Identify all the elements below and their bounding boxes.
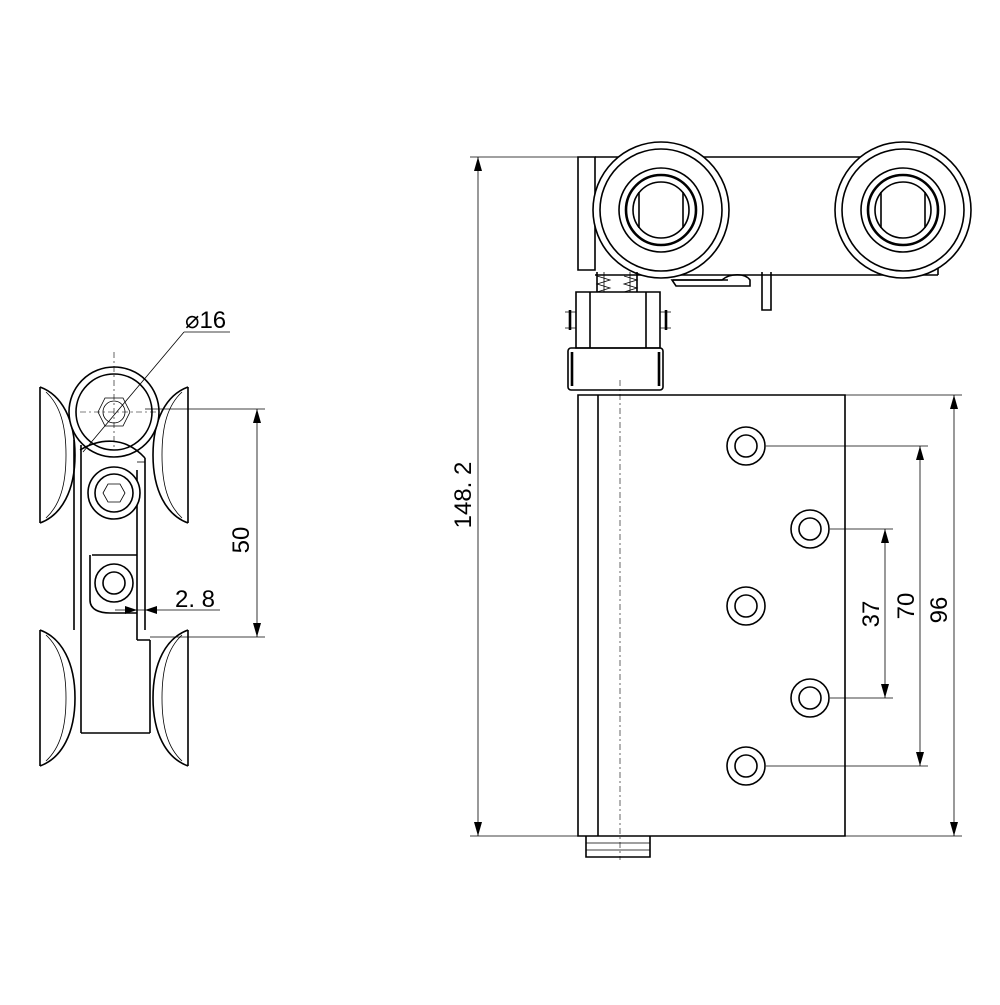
lower-right-wheel	[152, 629, 189, 767]
mounting-hole	[726, 746, 766, 786]
side-view: ⌀16 50 2. 8	[39, 307, 265, 767]
thickness-dimension	[115, 606, 220, 614]
mounting-hole	[726, 586, 766, 626]
diameter-label: ⌀16	[185, 307, 226, 334]
mounting-hole	[726, 426, 766, 466]
mounting-hole	[790, 509, 830, 549]
hinge-plate	[577, 394, 846, 837]
hex-nut	[565, 291, 671, 349]
right-roller-wheel	[834, 141, 972, 279]
diameter-leader	[82, 331, 230, 453]
upper-left-wheel	[39, 386, 76, 524]
hole-pitch-label: 37	[858, 601, 885, 628]
mounting-hole	[790, 678, 830, 718]
threaded-bolt	[595, 272, 639, 293]
upper-right-wheel	[152, 386, 189, 524]
lower-left-wheel	[39, 629, 76, 767]
hole-pitch-dimension	[830, 528, 893, 699]
overall-height-label: 148. 2	[450, 462, 477, 529]
collar	[567, 347, 664, 391]
hex-screw	[87, 461, 145, 520]
hole-span-label: 70	[893, 593, 920, 620]
plate-height-label: 96	[926, 597, 953, 624]
height-dimension	[145, 408, 265, 638]
hole-span-dimension	[766, 445, 928, 767]
bottom-pin	[585, 836, 651, 858]
lower-pin	[94, 563, 134, 603]
height-label: 50	[228, 527, 255, 554]
thickness-label: 2. 8	[175, 586, 215, 613]
plate-height-dimension	[845, 394, 962, 837]
overall-height-dimension	[470, 156, 578, 837]
left-roller-wheel	[592, 141, 730, 279]
front-view: 148. 2 96 70 37	[450, 141, 972, 860]
